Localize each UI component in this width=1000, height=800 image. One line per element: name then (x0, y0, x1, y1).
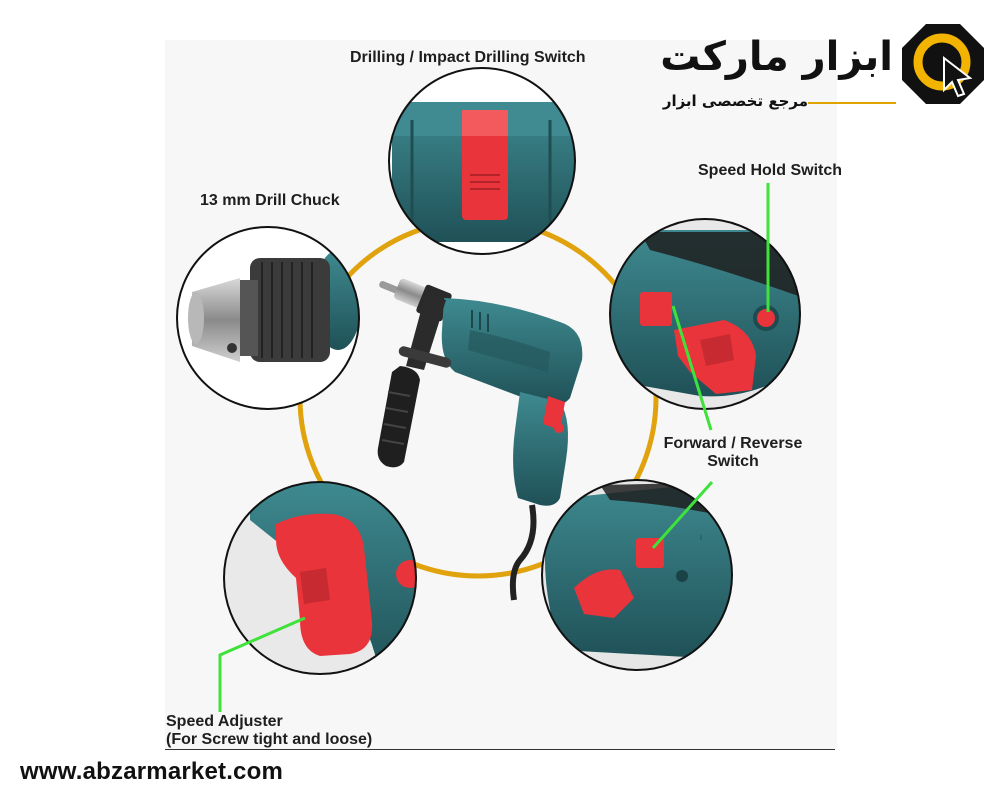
forward-reverse-label-line1: Forward / Reverse (663, 435, 803, 452)
speed-adjuster-image (223, 481, 417, 675)
drill-chuck-label: 13 mm Drill Chuck (200, 192, 340, 209)
speed-adjuster-label-line2: (For Screw tight and loose) (166, 731, 373, 748)
speed-hold-switch-image (609, 218, 801, 410)
brand-tagline: مرجع تخصصی ابزار (662, 92, 808, 110)
forward-reverse-label-line2: Switch (707, 453, 759, 470)
drilling-switch-label: Drilling / Impact Drilling Switch (350, 49, 586, 66)
forward-reverse-callout-line-2 (651, 481, 714, 549)
brand-name: ابزار مارکت (660, 34, 894, 80)
brand-logo[interactable]: ابزار مارکت مرجع تخصصی ابزار (660, 18, 988, 118)
forward-reverse-switch-image: I (541, 479, 733, 671)
speed-adjuster-callout-line (218, 616, 306, 712)
brand-mark-icon (902, 24, 984, 104)
speed-adjuster-label: Speed Adjuster (For Screw tight and loos… (166, 713, 372, 749)
callout-lines (218, 183, 770, 712)
website-url[interactable]: www.abzarmarket.com (20, 758, 284, 785)
drilling-switch-image (388, 67, 576, 255)
drill-chuck-image (176, 226, 360, 410)
forward-reverse-label: Forward / Reverse Switch (660, 435, 806, 471)
speed-adjuster-label-line1: Speed Adjuster (166, 713, 283, 730)
svg-text:I: I (700, 535, 702, 542)
footer-divider (165, 749, 835, 750)
brand-underline (808, 102, 896, 104)
drill-image (377, 278, 583, 601)
forward-reverse-callout-line-1 (671, 305, 713, 431)
speed-hold-label: Speed Hold Switch (698, 162, 843, 179)
